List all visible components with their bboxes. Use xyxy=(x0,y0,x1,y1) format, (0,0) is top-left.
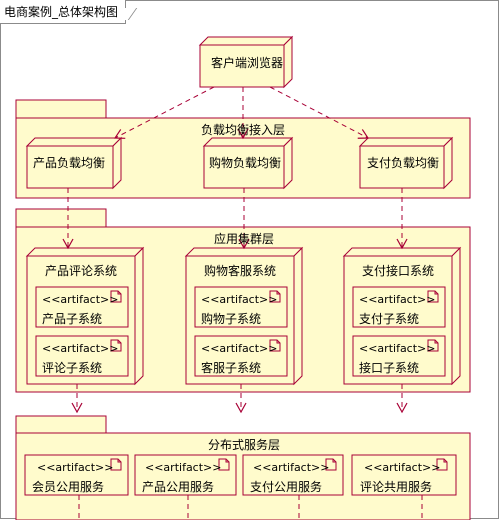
artifact-icon xyxy=(325,458,337,471)
artifact-stereotype: <<artifact>> xyxy=(145,461,222,474)
artifact-stereotype: <<artifact>> xyxy=(37,461,114,474)
artifact-stereotype: <<artifact>> xyxy=(201,342,278,355)
lb-node-payment xyxy=(358,136,454,190)
layer-label-load-balance: 负载均衡接入层 xyxy=(201,123,286,137)
lb-label-shopping: 购物负载均衡 xyxy=(209,156,282,170)
service-label-review: 评论共用服务 xyxy=(360,480,433,494)
artifact-stereotype: <<artifact>> xyxy=(359,342,436,355)
artifact-box-product-sub xyxy=(35,286,129,328)
layer-label-app-cluster: 应用集群层 xyxy=(214,232,275,246)
artifact-label-service-sub: 客服子系统 xyxy=(201,361,262,375)
artifact-icon xyxy=(427,290,439,303)
artifact-icon xyxy=(110,290,122,303)
artifact-stereotype: <<artifact>> xyxy=(42,342,119,355)
artifact-stereotype: <<artifact>> xyxy=(42,293,119,306)
artifact-stereotype: <<artifact>> xyxy=(253,461,330,474)
artifact-label-product-sub: 产品子系统 xyxy=(42,312,103,326)
artifact-label-interface-sub: 接口子系统 xyxy=(359,361,420,375)
client-node-label: 客户端浏览器 xyxy=(211,56,284,70)
lb-node-product xyxy=(25,136,123,190)
layer-label-distributed: 分布式服务层 xyxy=(208,438,281,452)
service-label-product: 产品公用服务 xyxy=(142,480,215,494)
artifact-stereotype: <<artifact>> xyxy=(364,461,441,474)
diagram-title: 电商案例_总体架构图 xyxy=(0,0,126,24)
dependency-arrow xyxy=(269,86,370,139)
artifact-icon xyxy=(110,339,122,352)
artifact-label-shopping-sub: 购物子系统 xyxy=(201,312,262,326)
artifact-stereotype: <<artifact>> xyxy=(359,293,436,306)
client-node xyxy=(198,35,294,89)
artifact-icon xyxy=(110,458,122,471)
artifact-icon xyxy=(427,339,439,352)
system-label-shopping-service: 购物客服系统 xyxy=(204,264,277,278)
artifact-label-review-sub: 评论子系统 xyxy=(42,361,103,375)
artifact-icon xyxy=(269,339,281,352)
artifact-icon xyxy=(436,458,448,471)
system-label-product-review: 产品评论系统 xyxy=(45,264,118,278)
lb-label-payment: 支付负载均衡 xyxy=(367,156,440,170)
lb-label-product: 产品负载均衡 xyxy=(33,156,106,170)
system-label-payment-interface: 支付接口系统 xyxy=(362,264,435,278)
artifact-icon xyxy=(218,458,230,471)
service-label-payment: 支付公用服务 xyxy=(250,480,323,494)
service-label-member: 会员公用服务 xyxy=(32,480,105,494)
dependency-arrow xyxy=(113,86,215,139)
artifact-label-payment-sub: 支付子系统 xyxy=(359,312,420,326)
artifact-icon xyxy=(269,290,281,303)
lb-node-shopping xyxy=(202,136,294,190)
artifact-stereotype: <<artifact>> xyxy=(201,293,278,306)
